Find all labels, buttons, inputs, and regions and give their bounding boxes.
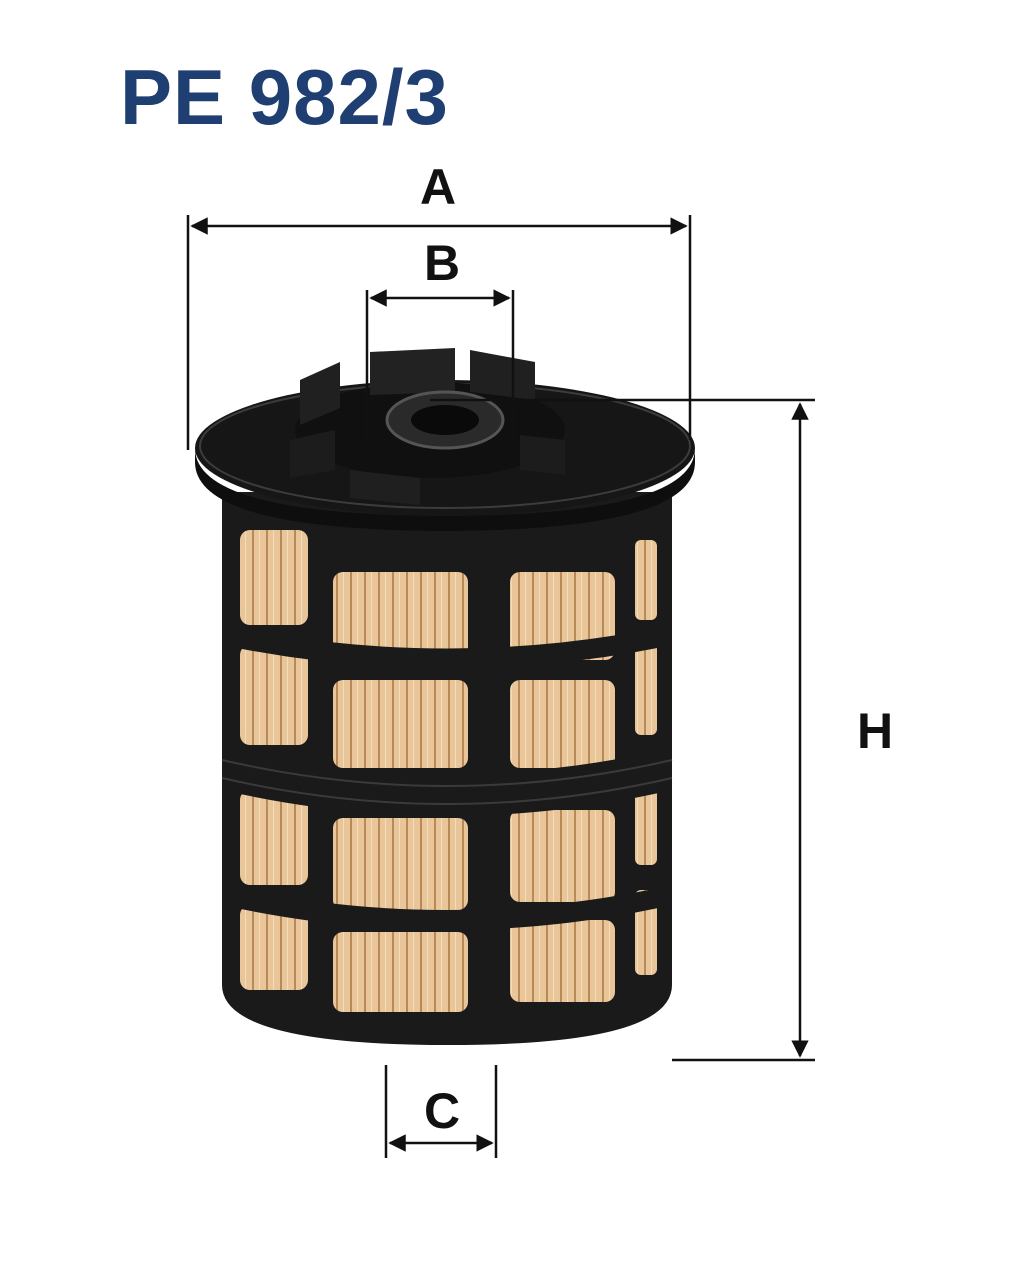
dimension-label-b: B (424, 235, 460, 291)
fuel-filter-element (195, 348, 695, 1045)
dimension-lines (186, 215, 815, 1158)
product-code-title: PE 982/3 (120, 53, 449, 141)
dimension-label-a: A (420, 159, 456, 215)
dimension-label-h: H (857, 703, 893, 759)
filter-cage-bands (222, 625, 672, 930)
dimension-label-c: C (424, 1083, 460, 1139)
filter-paper-windows (240, 530, 657, 1012)
